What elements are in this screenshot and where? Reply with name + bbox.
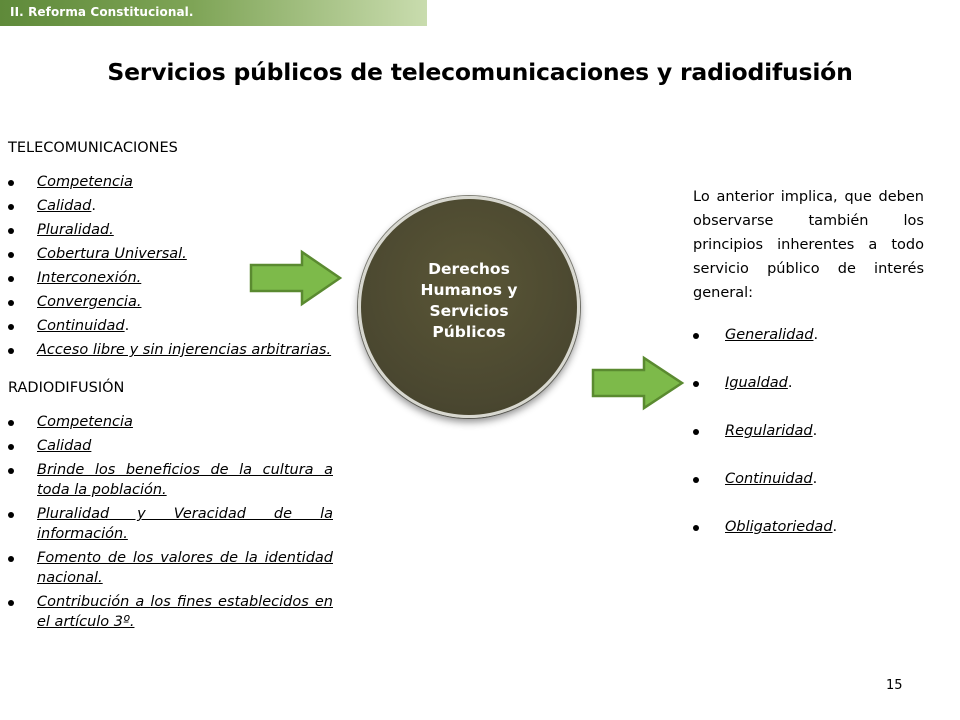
principle-text: Igualdad [725, 375, 788, 391]
telecom-heading: TELECOMUNICACIONES [8, 140, 178, 156]
radio-item-text: Competencia [37, 414, 133, 430]
left-column: TELECOMUNICACIONES Competencia Calidad. … [8, 138, 333, 636]
list-item: Acceso libre y sin injerencias arbitrari… [8, 340, 333, 360]
telecom-item-text: Convergencia. [37, 294, 142, 310]
list-item: Calidad [8, 436, 333, 456]
list-item: Obligatoriedad. [693, 515, 924, 539]
principle-suffix: . [813, 327, 819, 343]
principles-list: Generalidad. Igualdad. Regularidad. Cont… [693, 323, 924, 539]
principle-suffix: . [787, 375, 793, 391]
arrow-right-icon [591, 355, 685, 411]
center-circle: Derechos Humanos y Servicios Públicos [358, 196, 580, 418]
radio-heading: RADIODIFUSIÓN [8, 380, 125, 396]
telecom-item-text: Interconexión. [37, 270, 142, 286]
list-item: Pluralidad. [8, 220, 333, 240]
list-item: Convergencia. [8, 292, 333, 312]
list-item: Pluralidad y Veracidad de la información… [8, 504, 333, 544]
radio-item-text: Pluralidad y Veracidad de la información… [37, 506, 333, 542]
telecom-item-text: Calidad [37, 198, 92, 214]
radio-item-text: Brinde los beneficios de la cultura a to… [37, 462, 333, 498]
list-item: Fomento de los valores de la identidad n… [8, 548, 333, 588]
list-item: Brinde los beneficios de la cultura a to… [8, 460, 333, 500]
telecom-list: Competencia Calidad. Pluralidad. Cobertu… [8, 172, 333, 360]
telecom-item-text: Pluralidad. [37, 222, 114, 238]
list-item: Regularidad. [693, 419, 924, 443]
telecom-item-text: Acceso libre y sin injerencias arbitrari… [37, 342, 332, 358]
list-item: Generalidad. [693, 323, 924, 347]
telecom-item-text: Cobertura Universal. [37, 246, 187, 262]
list-item: Cobertura Universal. [8, 244, 333, 264]
list-item: Igualdad. [693, 371, 924, 395]
radio-item-text: Contribución a los fines establecidos en… [37, 594, 333, 630]
telecom-item-suffix: . [91, 198, 96, 214]
list-item: Continuidad. [8, 316, 333, 336]
radio-item-text: Fomento de los valores de la identidad n… [37, 550, 333, 586]
radio-item-text: Calidad [37, 438, 92, 454]
right-column: Lo anterior implica, que deben observars… [693, 185, 924, 563]
principle-text: Generalidad [725, 327, 814, 343]
list-item: Calidad. [8, 196, 333, 216]
principle-suffix: . [832, 519, 838, 535]
list-item: Contribución a los fines establecidos en… [8, 592, 333, 632]
principle-text: Continuidad [725, 471, 813, 487]
principle-suffix: . [812, 423, 818, 439]
telecom-item-text: Competencia [37, 174, 133, 190]
arrow-right-icon [249, 249, 343, 307]
list-item: Competencia [8, 172, 333, 192]
section-tab: II. Reforma Constitucional. [0, 0, 427, 26]
right-intro-text: Lo anterior implica, que deben observars… [693, 189, 924, 301]
list-item: Interconexión. [8, 268, 333, 288]
telecom-item-suffix: . [124, 318, 130, 334]
list-item: Continuidad. [693, 467, 924, 491]
radio-list: Competencia Calidad Brinde los beneficio… [8, 412, 333, 632]
page-title: Servicios públicos de telecomunicaciones… [107, 58, 853, 86]
center-circle-label: Derechos Humanos y Servicios Públicos [420, 260, 518, 341]
principle-text: Regularidad [725, 423, 813, 439]
page-number: 15 [886, 678, 903, 693]
principle-suffix: . [812, 471, 818, 487]
list-item: Competencia [8, 412, 333, 432]
principle-text: Obligatoriedad [725, 519, 833, 535]
telecom-item-text: Continuidad [37, 318, 125, 334]
